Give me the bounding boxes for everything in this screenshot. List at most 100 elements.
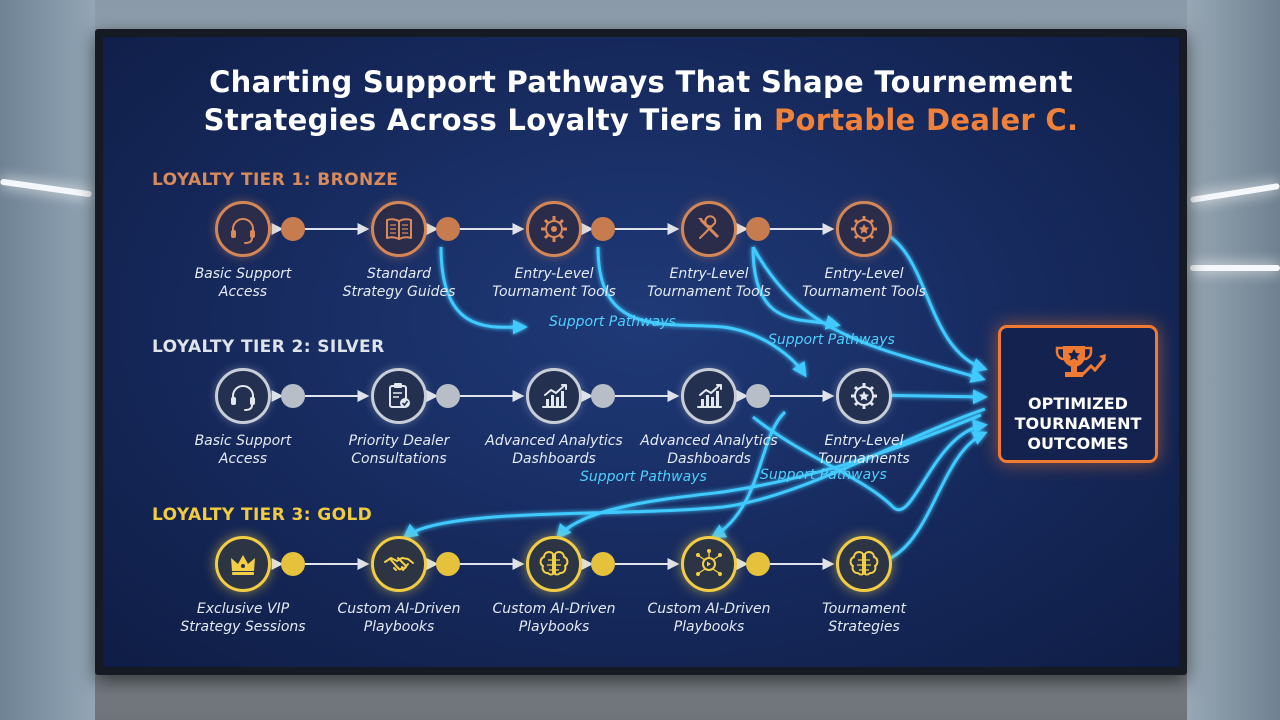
tier-step-label-line: Strategy Guides — [342, 284, 456, 300]
display-monitor: Charting Support Pathways That Shape Tou… — [95, 29, 1187, 675]
tier-step-node — [371, 536, 427, 592]
connector-dot — [436, 217, 460, 241]
tier-step-label-line: Consultations — [351, 451, 447, 467]
tier-step-node — [371, 201, 427, 257]
support-pathways-label: Support Pathways — [768, 332, 895, 348]
tier-step-label-line: Dashboards — [512, 451, 596, 467]
tier-step-node — [836, 201, 892, 257]
tier-step-label-line: Basic Support — [194, 433, 292, 449]
tier-step-label-line: Tournament Tools — [492, 284, 616, 300]
tier-step-node — [681, 201, 737, 257]
support-pathways-label: Support Pathways — [760, 467, 887, 483]
connector-dot — [591, 552, 615, 576]
title-line-2-main: Strategies Across Loyalty Tiers in — [203, 103, 764, 137]
outcome-line: OPTIMIZED — [1028, 394, 1128, 413]
tier-step-node — [526, 368, 582, 424]
tier-step-label-line: Advanced Analytics — [485, 433, 623, 449]
open-book-icon — [386, 218, 412, 240]
tier-step-node — [681, 536, 737, 592]
tier-step-label-line: Playbooks — [363, 619, 435, 635]
crown-icon — [231, 555, 255, 575]
trophy-growth-icon — [1055, 346, 1107, 378]
title-line-2: Strategies Across Loyalty Tiers in Porta… — [103, 103, 1179, 137]
tier-step-label-line: Basic Support — [194, 266, 292, 282]
tier-step-label-line: Access — [218, 284, 268, 300]
bar-chart-icon — [542, 384, 567, 408]
tier-step-node — [215, 536, 271, 592]
tier-step-label-line: Tournament Tools — [802, 284, 926, 300]
tier-step-node — [836, 368, 892, 424]
connector-dot — [436, 384, 460, 408]
optimized-outcomes-box: OPTIMIZED TOURNAMENT OUTCOMES — [998, 325, 1158, 463]
tier-step-label-line: Tournaments — [818, 451, 910, 467]
ceiling-light — [1190, 265, 1280, 271]
ai-network-icon — [696, 549, 722, 576]
tier-heading: LOYALTY TIER 3: GOLD — [152, 505, 373, 525]
title-highlight: Portable Dealer C. — [773, 103, 1079, 137]
tier-step-label-line: Entry-Level — [824, 433, 904, 449]
outcome-line: TOURNAMENT — [1014, 414, 1142, 433]
tier-step-label-line: Access — [218, 451, 268, 467]
tier-step-node — [215, 368, 271, 424]
wrench-screwdriver-icon — [698, 215, 720, 239]
tier-step-label-line: Entry-Level — [669, 266, 749, 282]
support-pathway-curve — [751, 246, 986, 383]
support-pathway-curve — [439, 246, 528, 335]
title-line-1: Charting Support Pathways That Shape Tou… — [209, 65, 1073, 99]
gear-star-icon — [851, 383, 877, 409]
tier-step-node — [681, 368, 737, 424]
tier-step-node — [526, 201, 582, 257]
tier-step-node — [836, 536, 892, 592]
support-pathway-curves — [402, 225, 988, 567]
outcome-text: OPTIMIZED TOURNAMENT OUTCOMES — [1001, 394, 1155, 454]
connector-dot — [436, 552, 460, 576]
tier-flow-arrows — [271, 217, 835, 576]
connector-dot — [281, 384, 305, 408]
tier-step-label-line: Strategies — [828, 619, 900, 635]
support-pathways-label: Support Pathways — [580, 469, 707, 485]
tier-step-label-line: Tournament — [821, 601, 907, 617]
glass-wall-left — [0, 0, 95, 720]
outcome-line: OUTCOMES — [1027, 434, 1129, 453]
tier-step-label-line: Playbooks — [518, 619, 590, 635]
support-pathway-curve — [710, 410, 787, 539]
handshake-icon — [384, 557, 414, 571]
connector-dot — [746, 552, 770, 576]
headset-icon — [231, 218, 255, 244]
tier-heading: LOYALTY TIER 2: SILVER — [152, 337, 385, 357]
brain-icon — [539, 551, 569, 576]
support-pathway-curve — [752, 415, 988, 512]
tier-step-label-line: Custom AI-Driven — [492, 601, 616, 617]
tier-step-label-line: Entry-Level — [514, 266, 594, 282]
tier-step-label-line: Advanced Analytics — [640, 433, 778, 449]
brain-icon — [849, 551, 879, 576]
tier-step-label-line: Playbooks — [673, 619, 745, 635]
tier-heading: LOYALTY TIER 1: BRONZE — [152, 170, 399, 190]
glass-wall-right — [1187, 0, 1280, 720]
tier-step-label-line: Tournament Tools — [647, 284, 771, 300]
support-pathways-label: Support Pathways — [549, 314, 676, 330]
connector-dot — [281, 217, 305, 241]
connector-dot — [281, 552, 305, 576]
tier-step-node — [215, 201, 271, 257]
pathway-connectors — [271, 217, 988, 576]
tier-step-label-line: Entry-Level — [824, 266, 904, 282]
tier-step-label-line: Custom AI-Driven — [337, 601, 461, 617]
tier-step-label-line: Standard — [367, 266, 431, 282]
tier-step-label-line: Dashboards — [667, 451, 751, 467]
headset-icon — [231, 385, 255, 411]
connector-dot — [591, 217, 615, 241]
